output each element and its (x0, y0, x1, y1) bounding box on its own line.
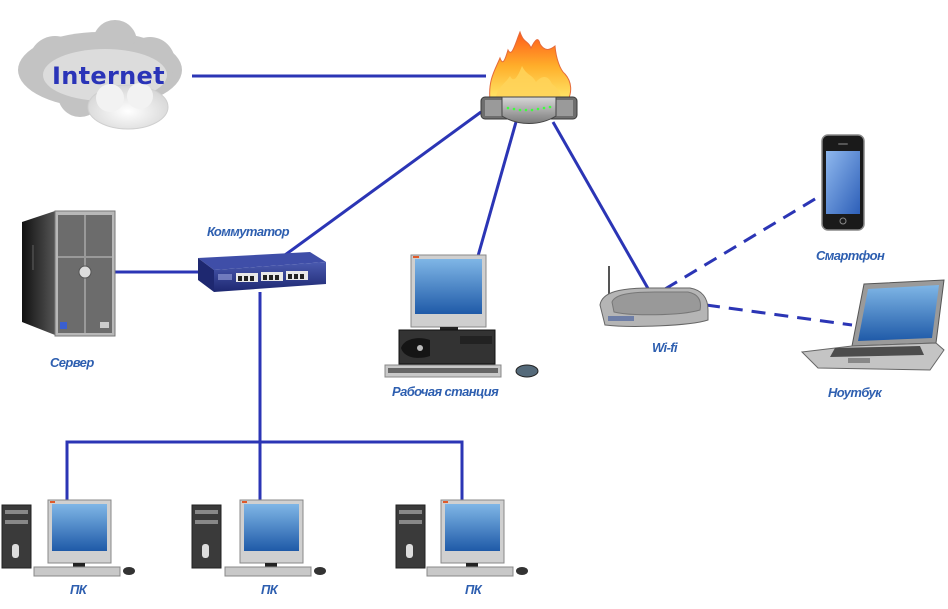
workstation-node[interactable] (384, 254, 539, 378)
link-firewall-switch (284, 110, 482, 257)
firewall-node[interactable] (480, 30, 578, 124)
wireless-router-icon (599, 266, 709, 327)
desktop-pc-icon (1, 499, 135, 577)
laptop-node[interactable] (800, 279, 945, 371)
smartphone-label: Смартфон (816, 248, 885, 263)
internet-label: Internet (52, 62, 165, 90)
server-label: Сервер (50, 355, 94, 370)
internet-node[interactable] (18, 20, 182, 130)
link-wifi-smartphone (664, 194, 821, 291)
cloud-icon (18, 20, 182, 130)
server-node[interactable] (22, 210, 116, 337)
wifi-node[interactable] (599, 266, 709, 327)
link-firewall-wifi (551, 121, 652, 293)
pc1-node[interactable] (1, 499, 135, 577)
smartphone-node[interactable] (821, 134, 865, 231)
wifi-label: Wi-fi (652, 340, 678, 355)
smartphone-icon (821, 134, 865, 231)
pc2-node[interactable] (191, 499, 326, 577)
pc2-label: ПК (261, 582, 278, 597)
server-tower-icon (22, 210, 116, 337)
link-firewall-workstation (476, 121, 518, 257)
switch-label: Коммутатор (207, 224, 290, 239)
pc3-label: ПК (465, 582, 482, 597)
pc3-node[interactable] (395, 499, 528, 577)
links (65, 74, 853, 502)
laptop-icon (800, 279, 945, 371)
desktop-pc-icon (191, 499, 326, 577)
workstation-label: Рабочая станция (392, 384, 499, 399)
firewall-router-icon (480, 30, 578, 124)
link-wifi-laptop (705, 303, 853, 327)
switch-node[interactable] (198, 252, 326, 292)
pc1-label: ПК (70, 582, 87, 597)
network-switch-icon (198, 252, 326, 292)
desktop-workstation-icon (384, 254, 539, 378)
link-bus (65, 440, 464, 502)
desktop-pc-icon (395, 499, 528, 577)
laptop-label: Ноутбук (828, 385, 882, 400)
